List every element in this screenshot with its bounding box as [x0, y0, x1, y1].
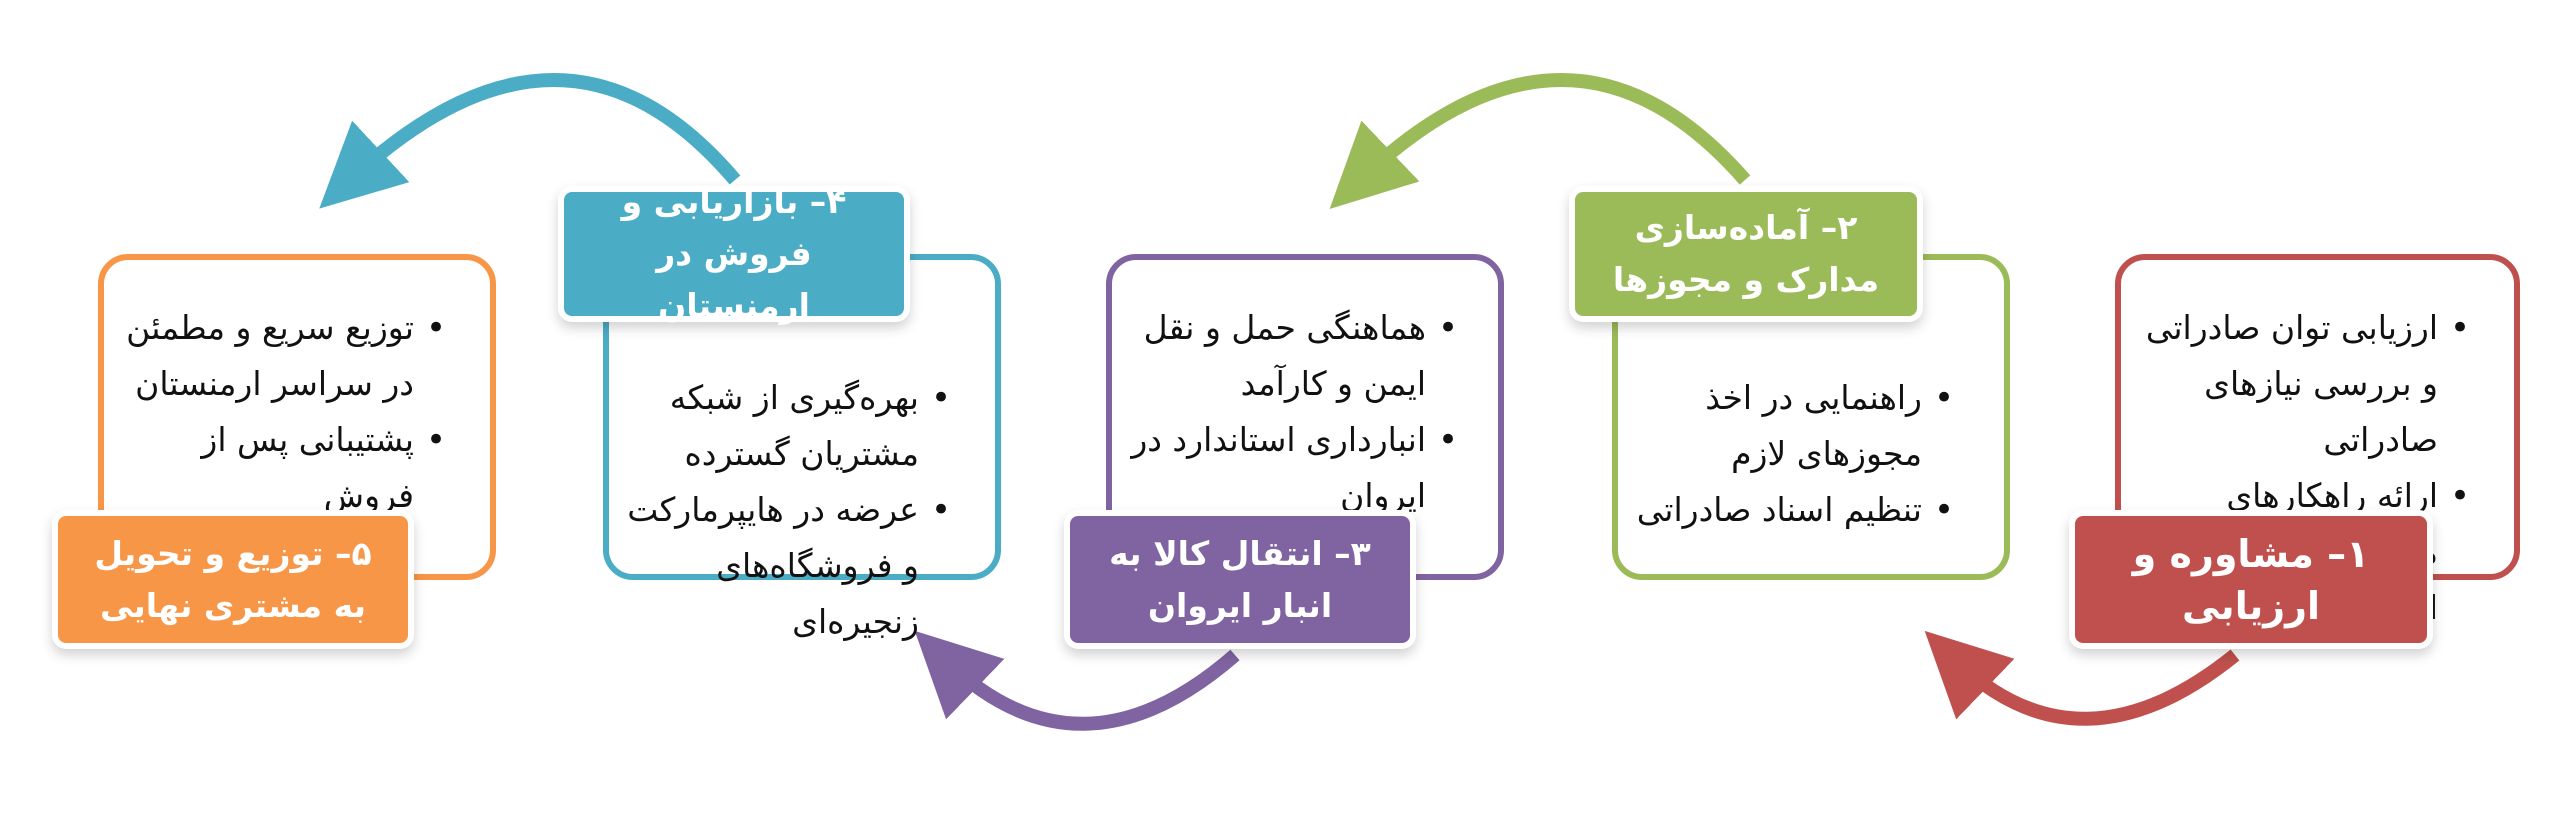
step-5-title: ۵– توزیع و تحویل به مشتری نهایی	[58, 516, 408, 643]
step-4-title: ۴– بازاریابی و فروش در ارمنستان	[564, 182, 904, 325]
step-4-item: عرضه در هایپرمارکت و فروشگاه‌های زنجیره‌…	[623, 482, 951, 650]
step-3-item: هماهنگی حمل و نقل ایمن و کارآمد	[1126, 300, 1458, 412]
arrow-step1-to-step2	[1924, 630, 2240, 726]
arrow-step4-to-step5	[319, 73, 741, 209]
step-1-item: ارزیابی توان صادراتی و بررسی نیازهای صاد…	[2135, 300, 2470, 468]
arrow-step2-to-step3	[1329, 73, 1751, 209]
arrow-step3-to-step4	[914, 630, 1240, 731]
step-2-item: تنظیم اسناد صادراتی	[1632, 482, 1954, 538]
step-5-items: توزیع سریع و مطمئن در سراسر ارمنستان پشت…	[118, 300, 446, 524]
step-1-title: ۱– مشاوره و ارزیابی	[2075, 516, 2427, 643]
step-2-item: راهنمایی در اخذ مجوزهای لازم	[1632, 370, 1954, 482]
step-2-title: ۲– آماده‌سازی مدارک و مجوزها	[1575, 192, 1917, 316]
step-4-items: بهره‌گیری از شبکه مشتریان گسترده عرضه در…	[623, 370, 951, 650]
step-4-item: بهره‌گیری از شبکه مشتریان گسترده	[623, 370, 951, 482]
step-5-item: توزیع سریع و مطمئن در سراسر ارمنستان	[118, 300, 446, 412]
step-3-title: ۳– انتقال کالا به انبار ایروان	[1070, 516, 1410, 643]
step-3-item: انبارداری استاندارد در ایروان	[1126, 412, 1458, 524]
step-5-item: پشتیبانی پس از فروش	[118, 412, 446, 524]
step-3-items: هماهنگی حمل و نقل ایمن و کارآمد انباردار…	[1126, 300, 1458, 524]
step-1-card: ارزیابی توان صادراتی و بررسی نیازهای صاد…	[2115, 254, 2520, 627]
step-2-items: راهنمایی در اخذ مجوزهای لازم تنظیم اسناد…	[1632, 370, 1954, 538]
